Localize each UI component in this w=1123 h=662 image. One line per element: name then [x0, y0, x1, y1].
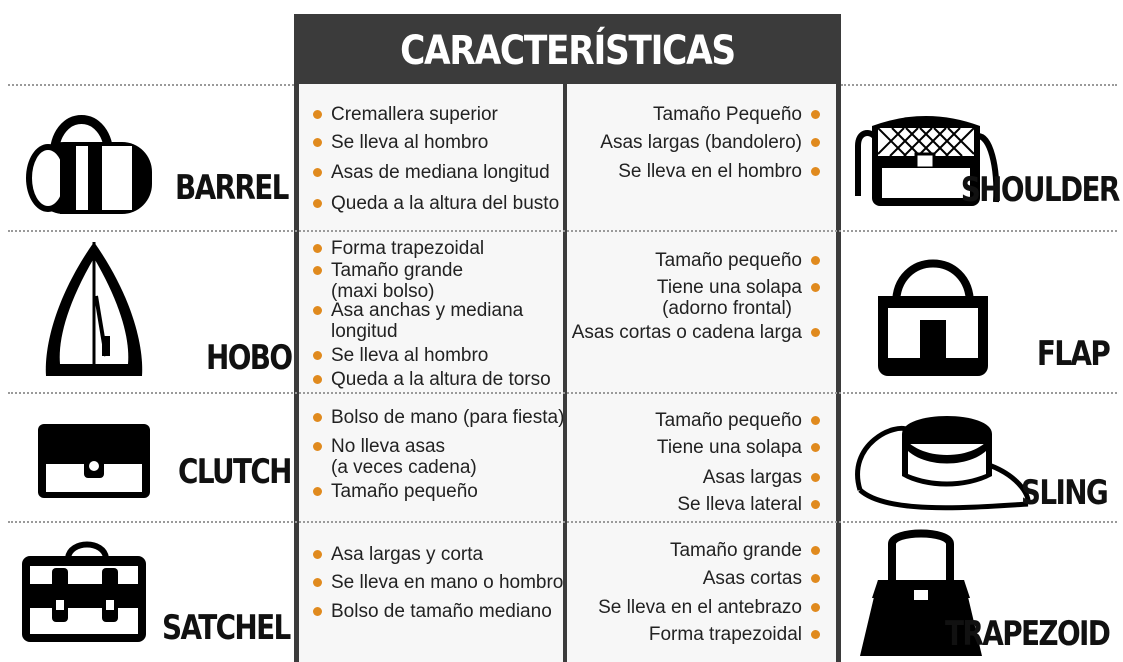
bag-name-shoulder: SHOULDER — [960, 170, 1121, 210]
feature-item: Asas largas (bandolero) — [600, 132, 820, 153]
flap-bag-icon — [878, 259, 988, 376]
barrel-bag-icon — [26, 115, 152, 214]
hobo-bag-icon — [45, 242, 143, 376]
table-border-right — [836, 14, 841, 662]
feature-item: Tamaño pequeño — [655, 250, 820, 271]
feature-item: Tamaño pequeño — [313, 481, 478, 502]
bag-name-hobo: HOBO — [206, 338, 293, 378]
row-separator — [8, 84, 294, 86]
feature-item: Cremallera superior — [313, 104, 498, 125]
clutch-bag-icon — [38, 424, 150, 498]
bag-name-barrel: BARREL — [175, 168, 289, 208]
feature-item: Tiene una solapa — [657, 437, 820, 458]
shoulder-bag-icon — [855, 116, 1000, 206]
features-panel — [299, 84, 836, 662]
feature-item: Asas cortas o cadena larga — [572, 322, 820, 343]
feature-item: Asas de mediana longitud — [313, 162, 550, 183]
feature-item: Queda a la altura de torso — [313, 369, 551, 390]
feature-item: Tamaño Pequeño — [653, 104, 820, 125]
bag-name-trapezoid: TRAPEZOID — [944, 614, 1111, 654]
feature-item: Forma trapezoidal — [313, 238, 484, 259]
feature-item: Tiene una solapa(adorno frontal) — [657, 277, 820, 319]
table-divider-center — [563, 84, 567, 662]
feature-item: Se lleva en mano o hombro — [313, 572, 563, 593]
feature-item: Forma trapezoidal — [649, 624, 820, 645]
feature-item: Se lleva al hombro — [313, 132, 488, 153]
feature-item: Se lleva al hombro — [313, 345, 488, 366]
header-bar — [294, 14, 841, 84]
feature-item: Se lleva en el antebrazo — [598, 597, 820, 618]
feature-item: Se lleva lateral — [677, 494, 820, 515]
feature-item: Tamaño grande(maxi bolso) — [313, 260, 463, 302]
sling-bag-icon — [855, 416, 1031, 511]
feature-item: Bolso de mano (para fiesta) — [313, 407, 564, 428]
feature-item: Tamaño grande — [670, 540, 820, 561]
feature-item: Bolso de tamaño mediano — [313, 601, 552, 622]
bag-name-sling: SLING — [1020, 473, 1109, 513]
feature-item: Asas largas — [703, 467, 820, 488]
feature-item: Asa largas y corta — [313, 544, 483, 565]
feature-item: Queda a la altura del busto — [313, 193, 559, 214]
satchel-bag-icon — [22, 541, 146, 642]
feature-item: Tamaño pequeño — [655, 410, 820, 431]
page-title: CARACTERÍSTICAS — [400, 28, 736, 74]
bag-name-clutch: CLUTCH — [178, 452, 292, 492]
row-separator — [8, 392, 1117, 394]
row-separator — [8, 230, 1117, 232]
feature-item: Se lleva en el hombro — [618, 161, 820, 182]
feature-item: Asas cortas — [703, 568, 820, 589]
table-border-left — [294, 84, 299, 662]
trapezoid-bag-icon — [860, 529, 982, 656]
row-separator — [841, 84, 1117, 86]
bag-name-flap: FLAP — [1036, 334, 1111, 374]
feature-item: No lleva asas(a veces cadena) — [313, 436, 477, 478]
row-separator — [8, 521, 1117, 523]
bag-name-satchel: SATCHEL — [162, 608, 291, 648]
